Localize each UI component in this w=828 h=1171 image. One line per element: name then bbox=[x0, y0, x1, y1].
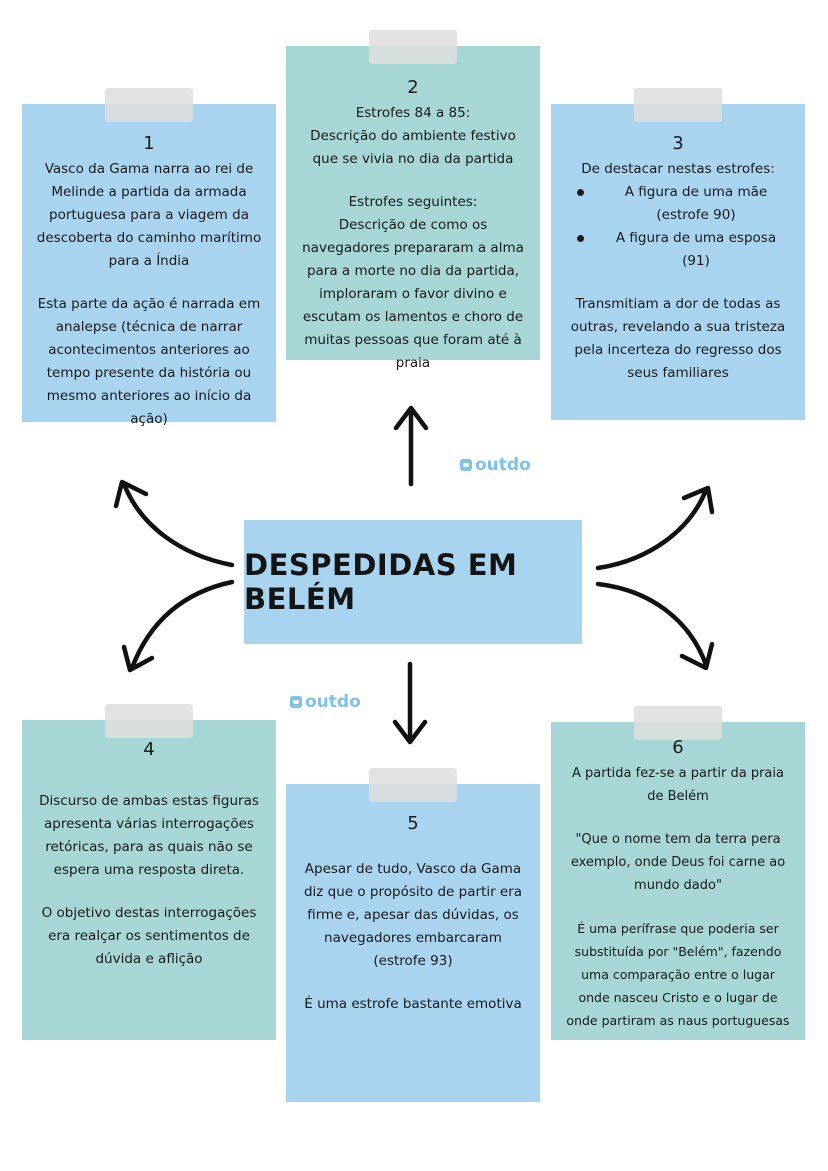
arrow-lower-left bbox=[129, 579, 235, 671]
note-3: 3 De destacar nestas estrofes: A figura … bbox=[551, 88, 805, 420]
arrow-lower-right bbox=[595, 581, 709, 668]
text-line: outras, revelando a sua tristeza bbox=[570, 319, 786, 335]
text-line: firme e, apesar das dúvidas, os bbox=[307, 907, 519, 923]
note-number: 3 bbox=[672, 133, 684, 154]
note-number: 6 bbox=[672, 737, 684, 758]
text-line: tempo presente da história ou bbox=[46, 365, 252, 381]
note-number: 5 bbox=[407, 813, 419, 834]
tape bbox=[369, 30, 457, 64]
bullet-icon bbox=[577, 235, 584, 242]
text-line: Estrofes 84 a 85: bbox=[355, 105, 471, 121]
text-line: É uma perífrase que poderia ser bbox=[577, 921, 779, 936]
text-line: substituída por "Belém", fazendo bbox=[574, 944, 782, 959]
tape bbox=[634, 88, 722, 122]
text-line: imploraram o favor divino e bbox=[319, 286, 507, 302]
text-line: de Belém bbox=[647, 789, 709, 804]
note-4: 4 Discurso de ambas estas figuras aprese… bbox=[22, 704, 276, 1040]
list-item: A figura de uma mãe (estrofe 90) bbox=[551, 181, 805, 227]
text-line: seus familiares bbox=[627, 365, 729, 381]
text-line: escutam os lamentos e choro de bbox=[302, 309, 524, 325]
text-line: É uma estrofe bastante emotiva bbox=[304, 996, 522, 1012]
note-5: 5 Apesar de tudo, Vasco da Gama diz que … bbox=[286, 768, 540, 1102]
main-title: DESPEDIDAS EM BELÉM bbox=[244, 548, 518, 616]
text-line: A partida fez-se a partir da praia bbox=[572, 766, 784, 781]
text-line: (estrofe 93) bbox=[373, 953, 453, 969]
text-line: Transmitiam a dor de todas as bbox=[575, 296, 781, 312]
text-line: uma comparação entre o lugar bbox=[581, 967, 775, 982]
central-topic: DESPEDIDAS EM BELÉM bbox=[244, 520, 582, 644]
text-line: que se vivia no dia da partida bbox=[312, 151, 514, 167]
tape bbox=[105, 88, 193, 122]
text-line: acontecimentos anteriores ao bbox=[48, 342, 250, 358]
outdo-logo-icon bbox=[460, 459, 472, 471]
text-line: portuguesa para a viagem da bbox=[49, 207, 249, 223]
tape bbox=[634, 706, 722, 740]
text-line: mundo dado" bbox=[634, 878, 722, 893]
text-line: diz que o propósito de partir era bbox=[303, 884, 523, 900]
text-line: Melinde a partida da armada bbox=[51, 184, 247, 200]
arrow-upper-right bbox=[595, 487, 709, 571]
text-line: ação) bbox=[130, 411, 168, 427]
text-line: (91) bbox=[682, 253, 710, 269]
outdo-logo-icon bbox=[290, 696, 302, 708]
note-number: 4 bbox=[143, 739, 155, 760]
bullet-icon bbox=[577, 189, 584, 196]
text-line: espera uma resposta direta. bbox=[53, 862, 245, 878]
text-line: Descrição do ambiente festivo bbox=[310, 128, 516, 144]
outdo-logo: outdo bbox=[460, 455, 531, 475]
text-line: pela incerteza do regresso dos bbox=[574, 342, 782, 358]
text-line: Discurso de ambas estas figuras bbox=[39, 793, 259, 809]
text-line: Vasco da Gama narra ao rei de bbox=[44, 161, 254, 177]
note-intro: De destacar nestas estrofes: bbox=[581, 161, 775, 177]
bullet-list: A figura de uma mãe (estrofe 90) A figur… bbox=[551, 181, 805, 273]
note-number: 2 bbox=[407, 77, 419, 98]
text-line: navegadores embarcaram bbox=[324, 930, 502, 946]
text-line: onde nasceu Cristo e o lugar de bbox=[578, 990, 778, 1005]
note-1: 1 Vasco da Gama narra ao rei de Melinde … bbox=[22, 88, 276, 427]
text-line: para a morte no dia da partida, bbox=[306, 263, 520, 279]
tape bbox=[369, 768, 457, 802]
text-line: navegadores prepararam a alma bbox=[302, 240, 524, 256]
text-line: era realçar os sentimentos de bbox=[48, 928, 250, 944]
list-item: A figura de uma esposa (91) bbox=[551, 227, 805, 273]
text-line: (estrofe 90) bbox=[656, 207, 736, 223]
outdo-logo: outdo bbox=[290, 692, 361, 712]
text-line: Descrição de como os bbox=[338, 217, 488, 233]
text-line: muitas pessoas que foram até à bbox=[304, 332, 522, 348]
note-2: 2 Estrofes 84 a 85: Descrição do ambient… bbox=[286, 30, 540, 371]
text-line: mesmo anteriores ao início da bbox=[46, 388, 252, 404]
text-line: Apesar de tudo, Vasco da Gama bbox=[304, 861, 522, 877]
text-line: exemplo, onde Deus foi carne ao bbox=[570, 855, 786, 870]
text-line: onde partiram as naus portuguesas bbox=[566, 1013, 790, 1028]
logo-text: outdo bbox=[475, 455, 531, 475]
text-line: Estrofes seguintes: bbox=[348, 194, 478, 210]
arrow-upper-left bbox=[121, 481, 235, 568]
logo-text: outdo bbox=[305, 692, 361, 712]
text-line: "Que o nome tem da terra pera bbox=[575, 832, 781, 847]
text-line: descoberta do caminho marítimo bbox=[36, 230, 262, 246]
text-line: Esta parte da ação é narrada em bbox=[37, 296, 261, 312]
text-line: O objetivo destas interrogações bbox=[41, 905, 257, 921]
text-line: para a Índia bbox=[108, 253, 190, 269]
tape bbox=[105, 704, 193, 738]
text-line: apresenta várias interrogações bbox=[44, 816, 254, 832]
note-6: 6 A partida fez-se a partir da praia de … bbox=[551, 706, 805, 1040]
text-line: A figura de uma mãe bbox=[624, 184, 768, 200]
note-number: 1 bbox=[143, 133, 155, 154]
text-line: analepse (técnica de narrar bbox=[55, 319, 243, 335]
text-line: praia bbox=[395, 355, 431, 371]
text-line: retóricas, para as quais não se bbox=[45, 839, 253, 855]
text-line: A figura de uma esposa bbox=[615, 230, 777, 246]
text-line: dúvida e aflição bbox=[95, 951, 203, 967]
